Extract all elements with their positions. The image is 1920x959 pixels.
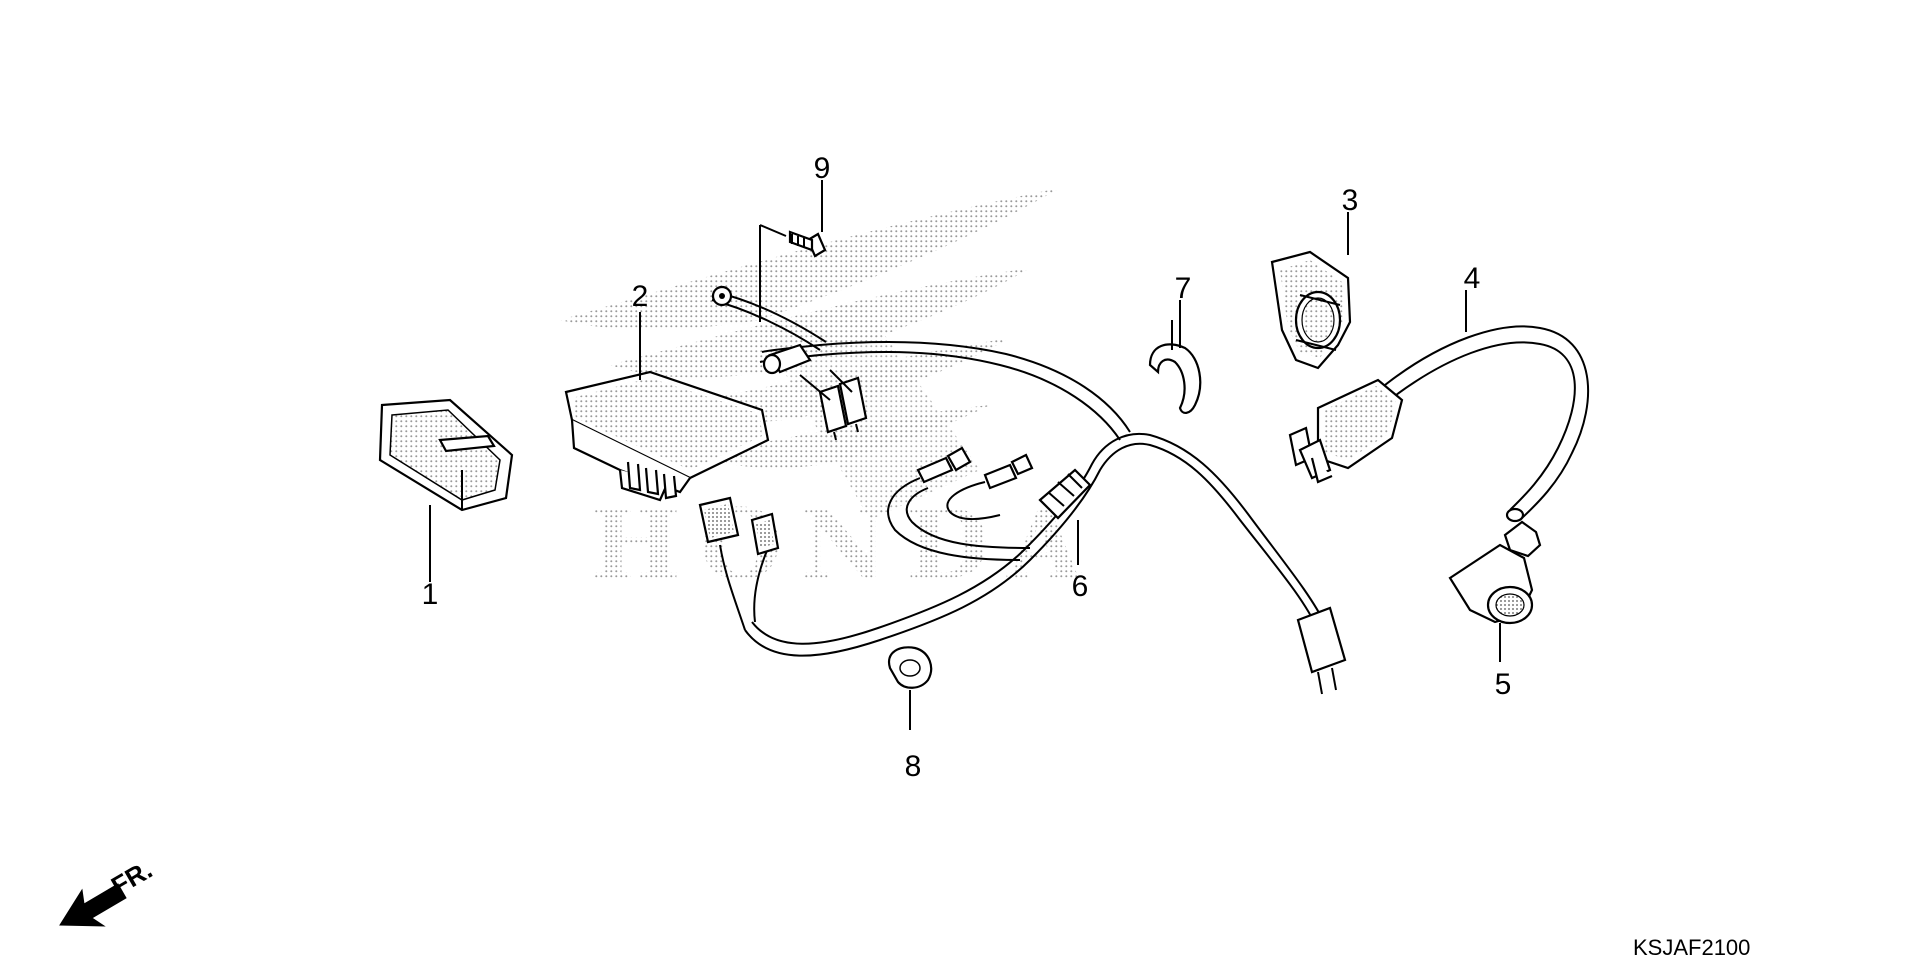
part-5-spark-plug-cap xyxy=(1448,520,1542,662)
callout-1: 1 xyxy=(422,578,439,611)
part-7-band-clamp xyxy=(1148,320,1202,414)
leader-lines xyxy=(429,180,1349,582)
callout-4: 4 xyxy=(1464,262,1481,295)
callout-7: 7 xyxy=(1175,272,1192,305)
part-1-cover xyxy=(378,398,514,512)
callout-5: 5 xyxy=(1495,668,1512,701)
callout-9: 9 xyxy=(814,152,831,185)
front-direction-indicator: FR. xyxy=(59,854,157,927)
part-6-wire-harness xyxy=(698,285,1347,695)
svg-text:HONDA: HONDA xyxy=(590,488,1100,601)
callout-3: 3 xyxy=(1342,184,1359,217)
part-3-boot xyxy=(1270,250,1352,370)
callout-labels: 1 2 3 4 5 6 7 8 9 xyxy=(422,152,1512,783)
part-4-ignition-coil xyxy=(1288,290,1589,523)
callout-2: 2 xyxy=(632,280,649,313)
front-arrow-icon xyxy=(59,883,127,927)
part-9-bolt xyxy=(759,205,827,322)
callout-6: 6 xyxy=(1072,570,1089,603)
part-8-wire-clip xyxy=(887,646,933,730)
part-2-cdi-unit xyxy=(564,370,770,502)
callout-8: 8 xyxy=(905,750,922,783)
honda-wordmark-watermark: HONDA xyxy=(590,488,1100,601)
diagram-code: KSJAF2100 xyxy=(1633,935,1750,959)
